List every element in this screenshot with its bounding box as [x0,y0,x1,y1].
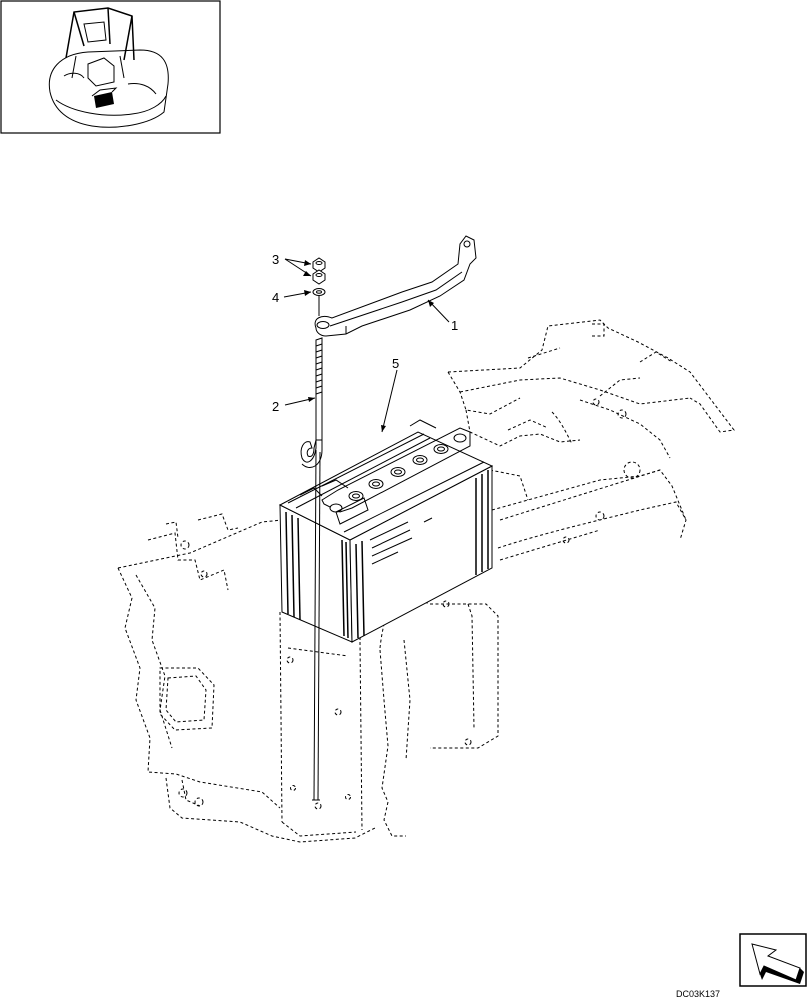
callout-1: 1 [451,318,458,333]
callout-labels: 1 2 3 4 5 [272,252,458,414]
nuts-part-3[interactable] [312,257,326,285]
callout-3: 3 [272,252,279,267]
battery-part-5[interactable] [278,419,494,643]
callout-4: 4 [272,290,279,305]
machine-locator-inset [0,0,221,134]
washer-part-4[interactable] [312,288,326,317]
drawing-code: DC03K137 [676,989,720,999]
callout-5: 5 [392,356,399,371]
callout-2: 2 [272,399,279,414]
next-page-arrow-icon[interactable] [739,933,807,987]
machine-locator-icon [48,7,169,128]
callout-leaders [283,258,450,433]
j-bolt-part-2[interactable] [300,337,323,801]
bracket-part-1[interactable] [314,235,477,337]
